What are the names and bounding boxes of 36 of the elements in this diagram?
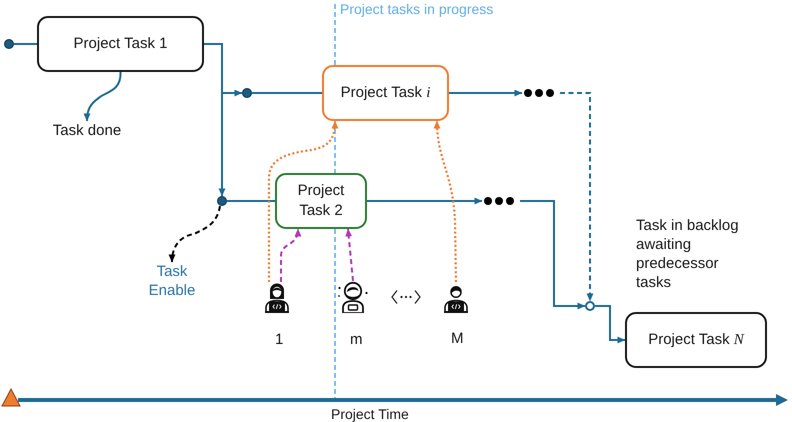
ellipsis-dots-icon (484, 197, 514, 205)
arrow (449, 90, 522, 96)
worker-index-label: m (350, 330, 362, 350)
connector-line (14, 43, 37, 45)
annotation-label: Task done (52, 121, 122, 140)
arrow (367, 198, 482, 204)
dashed-arrow (168, 206, 221, 262)
task-box (37, 16, 204, 72)
dashed-arrow (280, 228, 301, 282)
arrow (595, 305, 626, 344)
note-text: Task in backlog awaiting predecessor tasks (636, 216, 740, 292)
dotted-arrow (268, 120, 338, 282)
annotation-label: Task Enable (148, 262, 196, 300)
task-box (322, 65, 449, 121)
dashed-arrow (345, 228, 354, 282)
axis-label: Project Time (331, 405, 409, 422)
worker-index-label: 1 (275, 330, 284, 350)
dotted-arrow (434, 120, 458, 282)
coder-laptop-icon (263, 282, 291, 313)
connector-line (227, 200, 275, 202)
task-label: Project Task N (648, 330, 744, 350)
task-label: Project Task 2 (296, 181, 346, 221)
astronaut-icon (337, 281, 369, 313)
arrow (84, 72, 122, 122)
task-box (625, 312, 767, 368)
task-label: Project Task i (340, 83, 430, 103)
junction-ring (585, 301, 595, 311)
task-label: Project Task 1 (74, 34, 168, 54)
task-box (275, 173, 367, 229)
divider-label: Project tasks in progress (340, 0, 494, 19)
worker-index-label: M (451, 329, 464, 349)
dashed-arrow (560, 92, 594, 302)
ellipsis-dots-icon (524, 89, 554, 97)
connector-line (252, 92, 322, 94)
arrow (204, 43, 226, 196)
arrow (520, 200, 586, 310)
